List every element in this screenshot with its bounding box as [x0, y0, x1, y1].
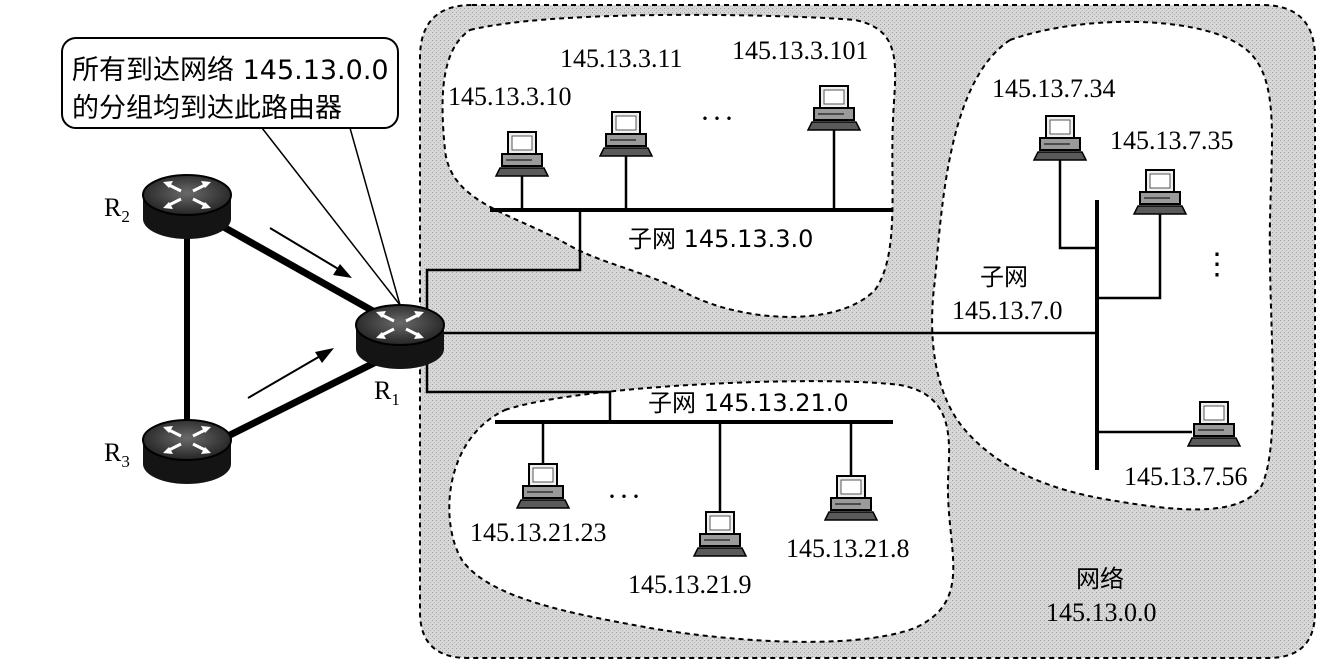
host-label-145-13-3-10: 145.13.3.10: [448, 82, 572, 111]
subnet-3-label: 子网 145.13.3.0: [628, 226, 813, 252]
router-r1-label: R1: [374, 376, 400, 409]
network-label-line-2: 145.13.0.0: [1046, 598, 1157, 627]
host-label-145-13-3-11: 145.13.3.11: [560, 44, 683, 73]
router-r2-label: R2: [104, 193, 130, 226]
subnet-21-ellipsis: ···: [607, 480, 643, 513]
cable-r1-subnet21: [425, 345, 612, 420]
router-r1-letter: R: [374, 376, 392, 405]
router-r2-letter: R: [104, 193, 122, 222]
subnet-7-ellipsis: ⋮: [1202, 248, 1232, 281]
host-label-145-13-7-35: 145.13.7.35: [1110, 126, 1234, 155]
router-r3-subscript: 3: [121, 452, 130, 471]
arrow-r2-to-r1: [269, 227, 352, 278]
router-r2: [141, 173, 233, 241]
subnet-21-label-text: 子网 145.13.21.0: [648, 389, 849, 417]
subnet-7-label-line-1: 子网: [980, 264, 1028, 290]
callout-line-2: 的分组均到达此路由器: [72, 93, 342, 124]
subnet-21-area: [448, 380, 955, 643]
subnet-7-label-word: 子网: [980, 263, 1028, 291]
host-label-145-13-3-101: 145.13.3.101: [732, 36, 869, 65]
router-r3-label: R3: [104, 438, 130, 471]
network-label-word: 网络: [1076, 565, 1124, 593]
callout-text: 所有到达网络 145.13.0.0 的分组均到达此路由器: [72, 52, 389, 128]
cable-r1-subnet3: [425, 212, 582, 318]
router-r1-subscript: 1: [391, 390, 400, 409]
host-label-145-13-21-23: 145.13.21.23: [470, 518, 607, 547]
host-label-145-13-21-8: 145.13.21.8: [786, 534, 910, 563]
link-r2-r1: [218, 221, 382, 319]
router-r3-letter: R: [104, 438, 122, 467]
arrow-r3-to-r1: [247, 348, 334, 399]
host-label-145-13-7-56: 145.13.7.56: [1124, 462, 1248, 491]
callout-line-1: 所有到达网络 145.13.0.0: [72, 55, 389, 86]
subnet-7-label-line-2: 145.13.7.0: [952, 296, 1063, 325]
subnet-3-area: [441, 13, 897, 318]
subnet-21-label: 子网 145.13.21.0: [648, 390, 849, 416]
subnet-3-ellipsis: ···: [700, 102, 736, 135]
network-label-line-1: 网络: [1076, 566, 1124, 592]
host-label-145-13-7-34: 145.13.7.34: [992, 74, 1116, 103]
subnet-3-label-text: 子网 145.13.3.0: [628, 225, 814, 253]
router-r3: [141, 418, 233, 486]
subnet-7-area: [931, 20, 1274, 511]
router-r1: [354, 303, 446, 371]
router-r2-subscript: 2: [121, 207, 130, 226]
link-r3-r1: [218, 356, 382, 444]
host-label-145-13-21-9: 145.13.21.9: [628, 570, 752, 599]
